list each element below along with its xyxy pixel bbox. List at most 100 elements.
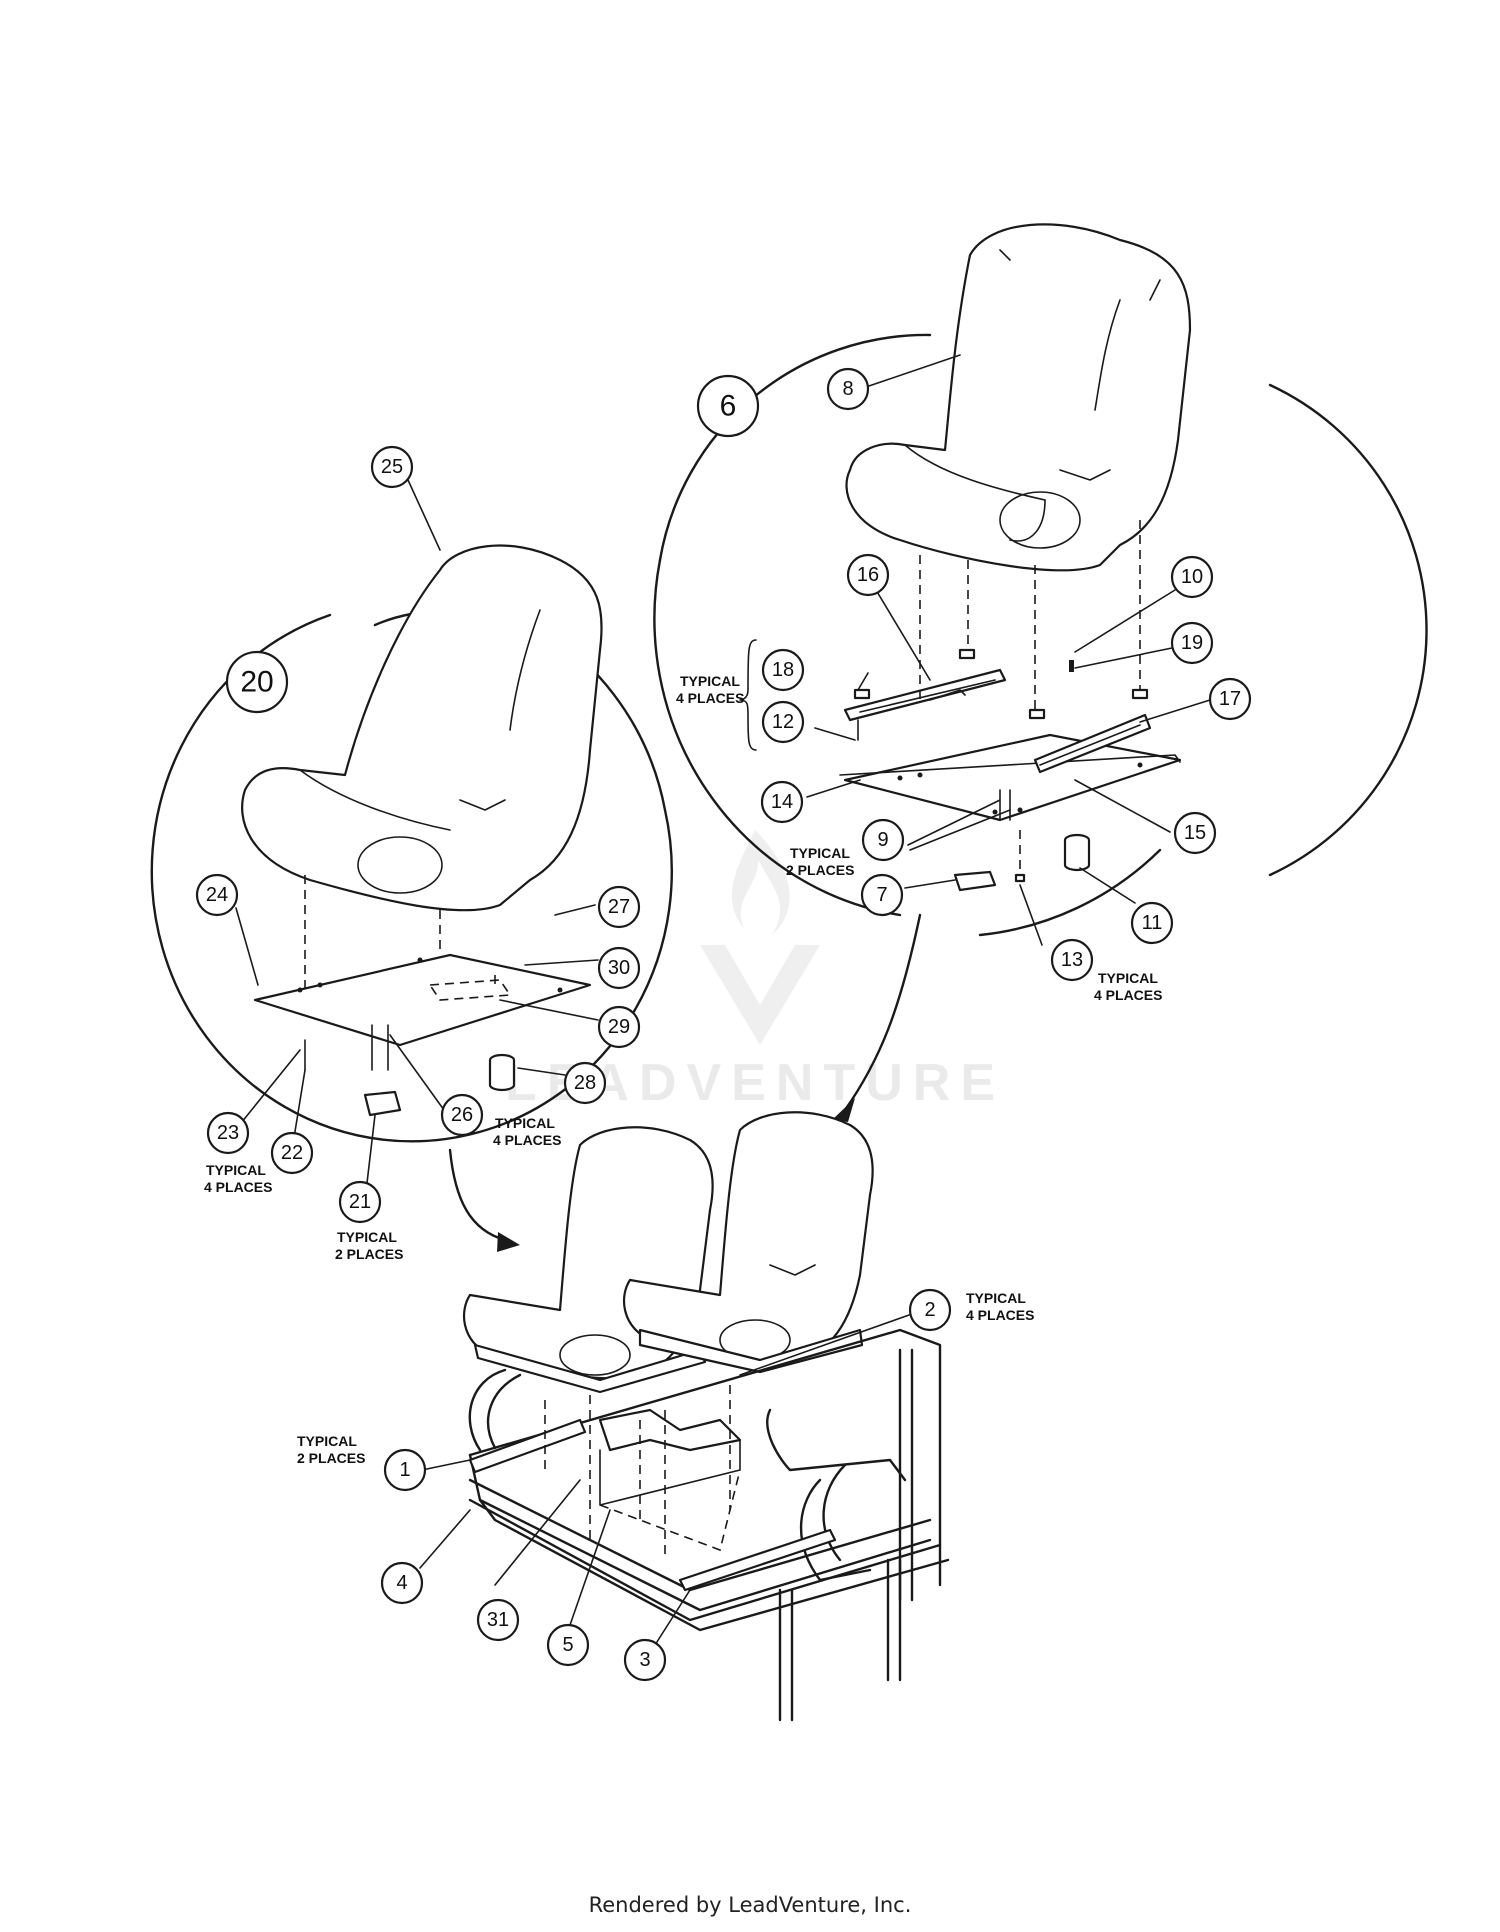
callout-31: 31 — [476, 1598, 520, 1642]
note-typical-4-places-23: TYPICAL 4 PLACES — [204, 1162, 272, 1195]
svg-text:26: 26 — [451, 1104, 473, 1126]
svg-text:TYPICAL: TYPICAL — [495, 1115, 555, 1131]
notes: TYPICAL 4 PLACES TYPICAL 2 PLACES TYPICA… — [204, 673, 1162, 1466]
seat-8 — [845, 223, 1192, 572]
callout-27: 27 — [597, 885, 641, 929]
svg-text:27: 27 — [608, 896, 630, 918]
svg-text:4 PLACES: 4 PLACES — [676, 690, 744, 706]
svg-text:4 PLACES: 4 PLACES — [493, 1132, 561, 1148]
callout-3: 3 — [623, 1638, 667, 1682]
callout-12: 12 — [761, 700, 805, 744]
callout-4: 4 — [380, 1561, 424, 1605]
detail-20-boundary — [150, 613, 673, 1143]
callout-7: 7 — [860, 873, 904, 917]
svg-text:TYPICAL: TYPICAL — [790, 845, 850, 861]
callout-22: 22 — [270, 1131, 314, 1175]
note-typical-4-places-2: TYPICAL 4 PLACES — [966, 1290, 1034, 1323]
plate-24 — [253, 953, 592, 1047]
callout-1: 1 — [383, 1448, 427, 1492]
svg-text:25: 25 — [381, 456, 403, 478]
svg-text:TYPICAL: TYPICAL — [206, 1162, 266, 1178]
svg-text:TYPICAL: TYPICAL — [1098, 970, 1158, 986]
callout-10: 10 — [1170, 555, 1214, 599]
callout-25: 25 — [370, 445, 414, 489]
callout-18: 18 — [761, 648, 805, 692]
svg-text:17: 17 — [1219, 688, 1241, 710]
svg-text:TYPICAL: TYPICAL — [966, 1290, 1026, 1306]
detail-6-group — [653, 223, 1428, 937]
svg-text:9: 9 — [877, 829, 888, 851]
svg-text:TYPICAL: TYPICAL — [337, 1229, 397, 1245]
callout-29: 29 — [597, 1005, 641, 1049]
callout-23: 23 — [206, 1111, 250, 1155]
svg-text:4 PLACES: 4 PLACES — [1094, 987, 1162, 1003]
svg-text:30: 30 — [608, 957, 630, 979]
seat-25 — [241, 544, 603, 912]
svg-text:19: 19 — [1181, 632, 1203, 654]
callout-11: 11 — [1130, 901, 1174, 945]
note-typical-4-places-28: TYPICAL 4 PLACES — [493, 1115, 561, 1148]
svg-text:16: 16 — [857, 564, 879, 586]
leader-lines — [235, 354, 1211, 1646]
main-assembly — [448, 913, 950, 1722]
callout-26: 26 — [440, 1093, 484, 1137]
watermark-v-icon — [700, 945, 820, 1045]
callout-5: 5 — [546, 1623, 590, 1667]
svg-text:10: 10 — [1181, 566, 1203, 588]
callout-15: 15 — [1173, 811, 1217, 855]
svg-text:12: 12 — [772, 711, 794, 733]
svg-text:7: 7 — [876, 884, 887, 906]
svg-text:21: 21 — [349, 1191, 371, 1213]
svg-text:2: 2 — [924, 1299, 935, 1321]
svg-text:22: 22 — [281, 1142, 303, 1164]
callout-16: 16 — [846, 553, 890, 597]
callout-2: 2 — [908, 1288, 952, 1332]
svg-text:24: 24 — [206, 884, 228, 906]
svg-text:5: 5 — [562, 1634, 573, 1656]
callout-6: 6 — [696, 374, 760, 438]
svg-text:1: 1 — [399, 1459, 410, 1481]
svg-text:6: 6 — [720, 390, 737, 423]
callout-19: 19 — [1170, 621, 1214, 665]
svg-text:3: 3 — [639, 1649, 650, 1671]
seat-frame — [468, 1328, 950, 1722]
callout-24: 24 — [195, 873, 239, 917]
note-typical-4-places-13: TYPICAL 4 PLACES — [1094, 970, 1162, 1003]
arrow-from-20 — [448, 1148, 507, 1242]
callout-20: 20 — [225, 650, 289, 714]
svg-text:4 PLACES: 4 PLACES — [204, 1179, 272, 1195]
svg-text:2 PLACES: 2 PLACES — [786, 862, 854, 878]
slide-rail-17 — [1033, 713, 1152, 774]
svg-text:31: 31 — [487, 1609, 509, 1631]
svg-text:8: 8 — [842, 378, 853, 400]
svg-text:11: 11 — [1142, 912, 1163, 934]
callout-21: 21 — [338, 1180, 382, 1224]
svg-text:18: 18 — [772, 659, 794, 681]
plate-14 — [839, 733, 1182, 822]
svg-text:20: 20 — [240, 666, 273, 699]
footer-credit: Rendered by LeadVenture, Inc. — [588, 1893, 912, 1917]
svg-text:23: 23 — [217, 1122, 239, 1144]
svg-text:15: 15 — [1184, 822, 1206, 844]
detail-20-group — [150, 544, 673, 1143]
svg-text:4 PLACES: 4 PLACES — [966, 1307, 1034, 1323]
slide-rail-16 — [843, 668, 1007, 722]
callout-30: 30 — [597, 946, 641, 990]
callout-28: 28 — [563, 1061, 607, 1105]
svg-text:28: 28 — [574, 1072, 596, 1094]
svg-text:29: 29 — [608, 1016, 630, 1038]
svg-text:TYPICAL: TYPICAL — [297, 1433, 357, 1449]
svg-text:2 PLACES: 2 PLACES — [335, 1246, 403, 1262]
callout-9: 9 — [861, 818, 905, 862]
note-typical-4-places-18-12: TYPICAL 4 PLACES — [676, 673, 744, 706]
svg-text:2 PLACES: 2 PLACES — [297, 1450, 365, 1466]
callout-17: 17 — [1208, 677, 1252, 721]
svg-text:14: 14 — [771, 791, 793, 813]
callout-8: 8 — [826, 367, 870, 411]
note-typical-2-places-9: TYPICAL 2 PLACES — [786, 845, 854, 878]
callout-14: 14 — [760, 780, 804, 824]
svg-text:TYPICAL: TYPICAL — [680, 673, 740, 689]
arrow-from-6 — [843, 913, 922, 1112]
svg-text:4: 4 — [396, 1572, 407, 1594]
